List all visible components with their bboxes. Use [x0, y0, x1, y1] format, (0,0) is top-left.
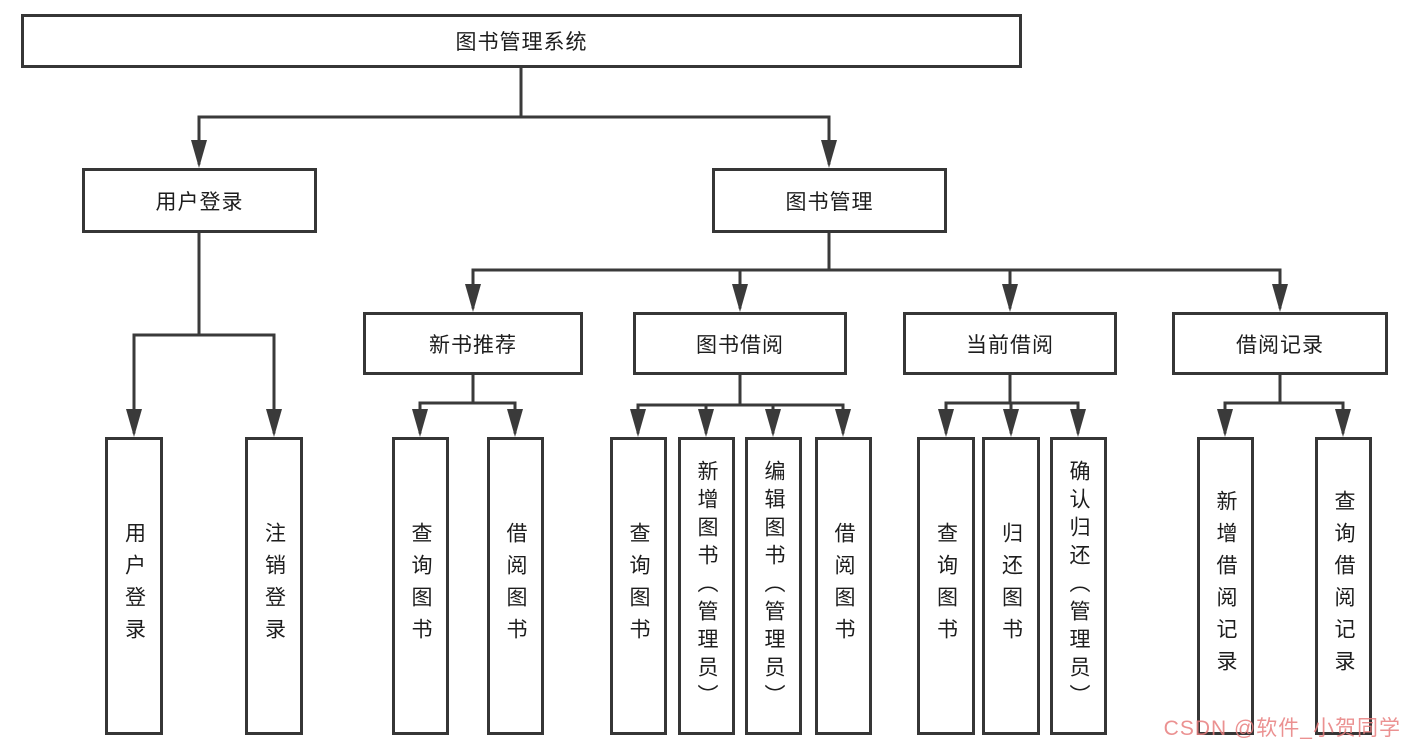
- leaf-return-books: 归还图书: [982, 437, 1040, 735]
- leaf-add-borrow-record: 新增借阅记录: [1197, 437, 1254, 735]
- node-book-management: 图书管理: [712, 168, 947, 233]
- node-current-borrowing-label: 当前借阅: [966, 333, 1054, 357]
- leaf-query-books-1: 查询图书: [392, 437, 449, 735]
- leaf-edit-books-admin: 编辑图书（管理员）: [745, 437, 802, 735]
- leaf-query-borrow-record: 查询借阅记录: [1315, 437, 1372, 735]
- leaf-return-books-label: 归还图书: [999, 522, 1023, 650]
- leaf-query-books-2: 查询图书: [610, 437, 667, 735]
- node-book-management-label: 图书管理: [785, 190, 874, 214]
- node-current-borrowing: 当前借阅: [903, 312, 1117, 375]
- arrowheads: [126, 140, 1351, 437]
- node-user-login-module: 用户登录: [82, 168, 317, 233]
- leaf-borrow-books-2-label: 借阅图书: [832, 522, 855, 650]
- node-borrowing-records-label: 借阅记录: [1236, 333, 1324, 357]
- csdn-watermark: CSDN @软件_小贺同学: [1163, 717, 1401, 740]
- leaf-borrow-books-1-label: 借阅图书: [504, 522, 527, 650]
- leaf-add-borrow-record-label: 新增借阅记录: [1214, 490, 1237, 682]
- node-user-login-module-label: 用户登录: [155, 190, 244, 214]
- leaf-query-books-1-label: 查询图书: [409, 522, 432, 650]
- leaf-add-books-admin: 新增图书（管理员）: [678, 437, 735, 735]
- leaf-add-books-admin-label: 新增图书（管理员）: [695, 460, 718, 712]
- leaf-query-borrow-record-label: 查询借阅记录: [1332, 490, 1355, 682]
- leaf-user-login: 用户登录: [105, 437, 163, 735]
- node-book-borrowing: 图书借阅: [633, 312, 847, 375]
- leaf-borrow-books-2: 借阅图书: [815, 437, 872, 735]
- leaf-confirm-return-admin: 确认归还（管理员）: [1050, 437, 1107, 735]
- leaf-edit-books-admin-label: 编辑图书（管理员）: [762, 460, 785, 712]
- leaf-confirm-return-admin-label: 确认归还（管理员）: [1067, 460, 1090, 712]
- leaf-user-login-label: 用户登录: [122, 522, 146, 650]
- leaf-query-books-3: 查询图书: [917, 437, 975, 735]
- node-new-book-recommend-label: 新书推荐: [429, 333, 517, 357]
- leaf-logout-label: 注销登录: [262, 522, 286, 650]
- node-root-system-label: 图书管理系统: [455, 31, 588, 54]
- leaf-query-books-3-label: 查询图书: [934, 522, 958, 650]
- leaf-logout: 注销登录: [245, 437, 303, 735]
- leaf-borrow-books-1: 借阅图书: [487, 437, 544, 735]
- node-borrowing-records: 借阅记录: [1172, 312, 1388, 375]
- leaf-query-books-2-label: 查询图书: [627, 522, 650, 650]
- node-root-system: 图书管理系统: [21, 14, 1022, 68]
- node-book-borrowing-label: 图书借阅: [696, 333, 784, 357]
- node-new-book-recommend: 新书推荐: [363, 312, 583, 375]
